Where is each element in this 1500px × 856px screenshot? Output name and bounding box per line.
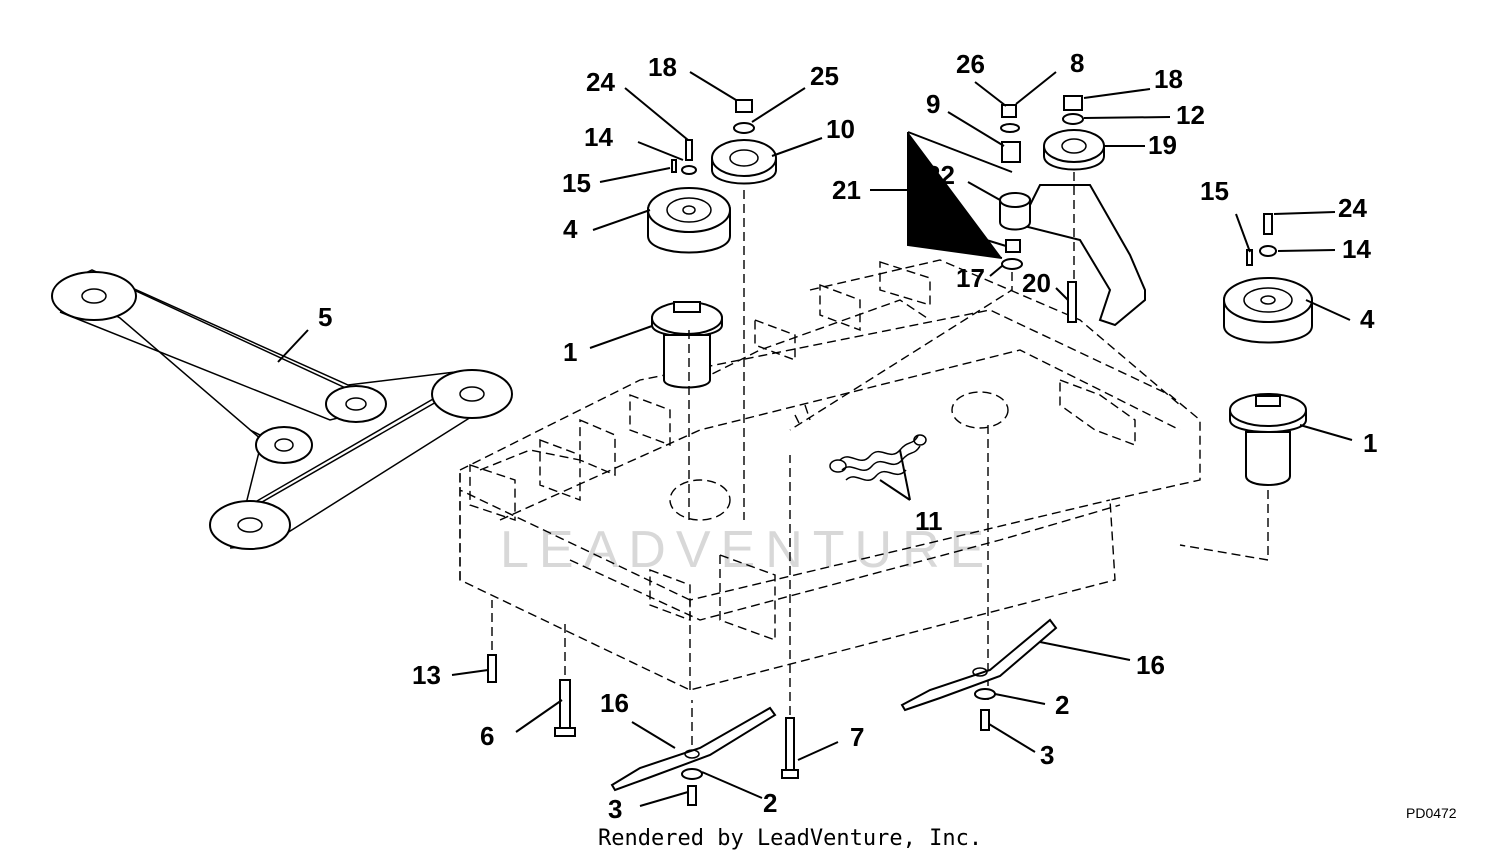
nut-18-left <box>735 99 753 113</box>
washer-2-left <box>681 768 703 780</box>
callout-5: 5 <box>318 302 332 332</box>
bolt-6 <box>559 679 571 729</box>
belt-assembly <box>51 269 513 550</box>
belt-pulley-right <box>431 369 513 419</box>
callout-12: 12 <box>1176 100 1205 130</box>
springs-11 <box>829 434 927 482</box>
blade-16-left <box>610 706 777 792</box>
callout-23: 23 <box>933 214 962 244</box>
mower-deck <box>459 259 1201 691</box>
callout-25: 25 <box>810 61 839 91</box>
bolt-3-right <box>980 709 990 731</box>
leader-lines <box>277 71 1353 807</box>
callout-16-right: 16 <box>1136 650 1165 680</box>
callout-17: 17 <box>956 263 985 293</box>
idler-arm-21 <box>1018 184 1146 327</box>
callout-14-left: 14 <box>584 122 613 152</box>
belt-pulley-lower <box>209 500 291 550</box>
callout-3-right: 3 <box>1040 740 1054 770</box>
callout-18-right: 18 <box>1154 64 1183 94</box>
callout-7: 7 <box>850 722 864 752</box>
washer-2-right <box>974 688 996 700</box>
callout-18-left: 18 <box>648 52 677 82</box>
callout-14-right: 14 <box>1342 234 1371 264</box>
callout-21: 21 <box>832 175 861 205</box>
washer-8 <box>1000 123 1020 133</box>
spacer-9 <box>1001 141 1021 163</box>
callout-9: 9 <box>926 89 940 119</box>
callout-2-left: 2 <box>763 788 777 818</box>
washer-17 <box>1001 258 1023 270</box>
render-credit: Rendered by LeadVenture, Inc. <box>598 826 982 851</box>
callout-24-right: 24 <box>1338 193 1367 223</box>
callout-2-right: 2 <box>1055 690 1069 720</box>
washer-12 <box>1062 113 1084 125</box>
bolt-13 <box>487 654 497 683</box>
right-spindle-group <box>987 213 1313 700</box>
callout-10: 10 <box>826 114 855 144</box>
belt-pulley-left <box>51 271 137 321</box>
callout-13: 13 <box>412 660 441 690</box>
nut-18-right <box>1063 95 1083 111</box>
washer-14-right <box>1259 245 1277 257</box>
belt-pulley-idler <box>255 426 313 464</box>
belt-pulley-center <box>325 385 387 423</box>
idler-arm-group <box>789 95 1146 431</box>
callout-8: 8 <box>1070 48 1084 78</box>
key-15-right <box>1246 249 1253 266</box>
bolt-20 <box>1067 281 1077 323</box>
washer-14-left <box>681 165 697 175</box>
blade-16-right <box>900 618 1058 712</box>
watermark: LEADVENTURE <box>500 521 994 579</box>
callout-19: 19 <box>1148 130 1177 160</box>
drawing-code: PD0472 <box>1406 805 1457 821</box>
bushing-23 <box>1005 239 1021 253</box>
callout-11: 11 <box>915 506 943 536</box>
callout-1-left: 1 <box>563 337 577 367</box>
callout-24-left: 24 <box>586 67 615 97</box>
callout-4-left: 4 <box>563 214 578 244</box>
callout-26: 26 <box>956 49 985 79</box>
callout-3-left: 3 <box>608 794 622 824</box>
callout-15-right: 15 <box>1200 176 1229 206</box>
callout-20: 20 <box>1022 268 1051 298</box>
nut-26 <box>1001 104 1017 118</box>
left-spindle-group <box>647 99 777 520</box>
callout-4-right: 4 <box>1360 304 1375 334</box>
callouts: 1 1 2 2 3 3 4 4 5 6 7 8 9 10 11 12 13 14… <box>318 48 1377 824</box>
bolt-24-left <box>685 139 693 161</box>
long-bolts <box>487 455 799 779</box>
callout-6: 6 <box>480 721 494 751</box>
bolt-24-right <box>1263 213 1273 235</box>
bolt-3-left <box>687 785 697 806</box>
callout-1-right: 1 <box>1363 428 1377 458</box>
blades <box>610 618 1058 806</box>
callout-22: 22 <box>926 160 955 190</box>
washer-25 <box>733 122 755 134</box>
key-15-left <box>671 159 677 173</box>
callout-16-left: 16 <box>600 688 629 718</box>
callout-15-left: 15 <box>562 168 591 198</box>
bolt-7 <box>785 717 795 771</box>
